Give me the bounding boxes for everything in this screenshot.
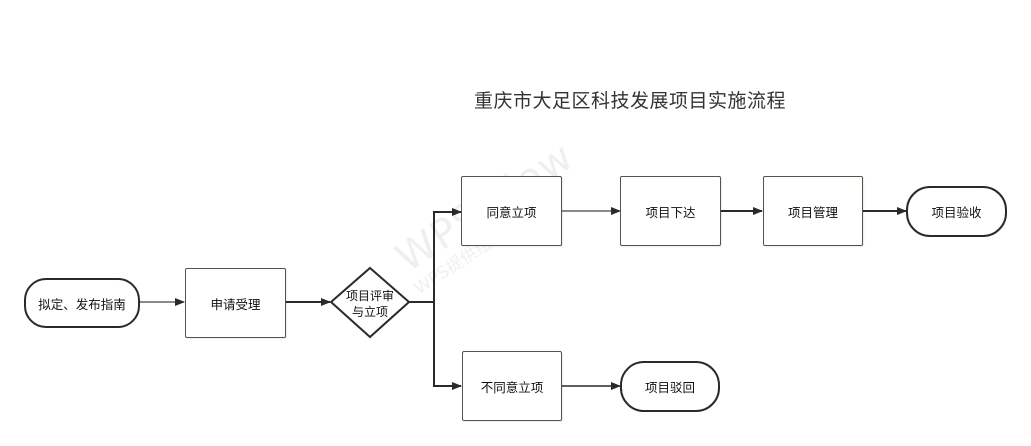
node-acceptance: 项目验收 [906,186,1007,237]
node-review-label-line2: 与立项 [351,305,388,319]
node-start-label: 拟定、发布指南 [38,296,126,312]
node-manage: 项目管理 [763,176,863,246]
edge-review-to-agree [409,208,462,303]
node-agree: 同意立项 [461,176,562,246]
node-accept-label: 申请受理 [210,296,261,312]
node-reject: 项目驳回 [620,361,720,412]
node-start: 拟定、发布指南 [24,278,140,328]
node-acceptance-label: 项目验收 [931,205,982,220]
node-review-label: 项目评审 与立项 [334,288,406,320]
node-disagree: 不同意立项 [462,351,562,421]
node-review-label-line1: 项目评审 [345,289,394,303]
review-decision-shape [329,266,411,339]
node-manage-label: 项目管理 [787,204,838,220]
node-agree-label: 同意立项 [486,204,537,220]
node-issue: 项目下达 [620,176,721,246]
node-reject-label: 项目驳回 [644,380,695,395]
node-accept: 申请受理 [185,268,286,338]
diagram-title: 重庆市大足区科技发展项目实施流程 [473,90,786,112]
node-disagree-label: 不同意立项 [480,379,544,395]
edge-review-to-disagree [433,302,462,390]
node-issue-label: 项目下达 [645,204,696,220]
